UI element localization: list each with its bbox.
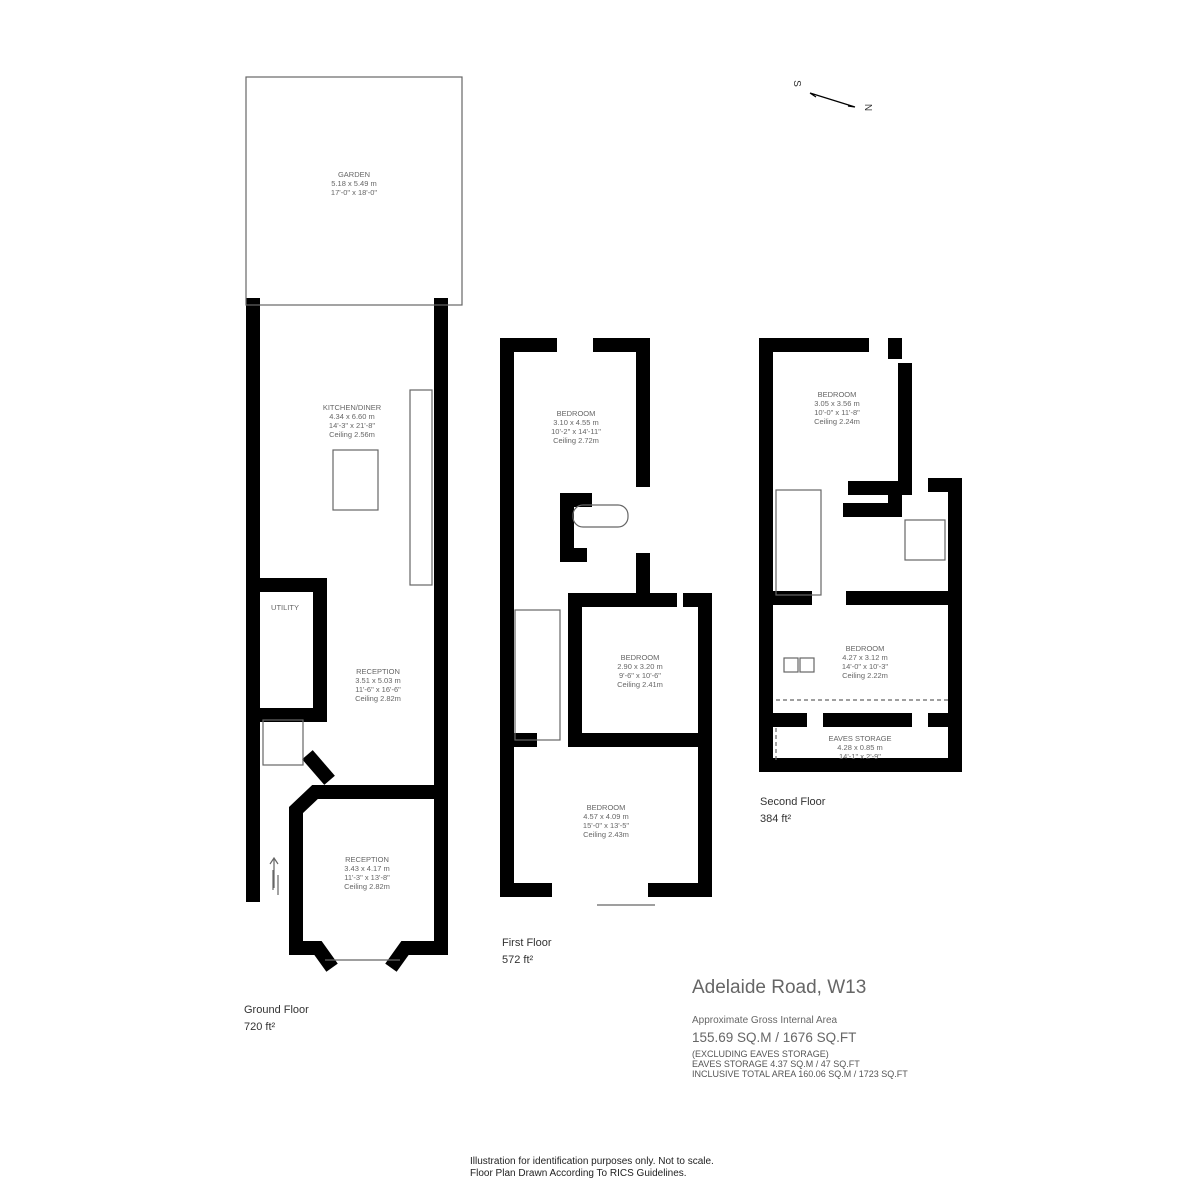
room-sf-bedroom-front: BEDROOM 4.27 x 3.12 m 14'-0" x 10'-3" Ce… bbox=[842, 644, 888, 680]
room-garden: GARDEN 5.18 x 5.49 m 17'-0" x 18'-0" bbox=[331, 170, 377, 197]
room-metric: 2.90 x 3.20 m bbox=[617, 662, 663, 671]
floor-name: First Floor bbox=[502, 937, 552, 949]
room-metric: 4.57 x 4.09 m bbox=[583, 812, 629, 821]
first-floor-stairs bbox=[514, 609, 561, 741]
room-imperial: 15'-0" x 13'-5" bbox=[582, 821, 630, 830]
room-imperial: 10'-2" x 14'-11" bbox=[551, 427, 601, 436]
room-imperial: 14'-0" x 10'-3" bbox=[841, 662, 889, 671]
room-ceiling: Ceiling 2.43m bbox=[583, 830, 629, 839]
eaves-line bbox=[775, 699, 948, 760]
room-imperial: 10'-0" x 11'-8" bbox=[814, 408, 860, 417]
room-ceiling: Ceiling 2.56m bbox=[329, 430, 375, 439]
room-reception-front: RECEPTION 3.43 x 4.17 m 11'-3" x 13'-8" … bbox=[344, 855, 390, 891]
room-ceiling: Ceiling 2.82m bbox=[344, 882, 390, 891]
room-name: RECEPTION bbox=[345, 855, 389, 864]
kitchen-units bbox=[409, 389, 433, 586]
room-metric: 3.05 x 3.56 m bbox=[814, 399, 860, 408]
room-kitchen: KITCHEN/DINER 4.34 x 6.60 m 14'-3" x 21'… bbox=[323, 403, 381, 439]
room-ceiling: Ceiling 2.24m bbox=[814, 417, 860, 426]
floor-label-first: First Floor 572 ft² bbox=[502, 935, 552, 969]
room-utility: UTILITY bbox=[271, 603, 299, 612]
garden-boundary bbox=[245, 76, 463, 306]
bath-icon bbox=[572, 504, 629, 528]
room-metric: 3.10 x 4.55 m bbox=[553, 418, 599, 427]
compass-south-label: S bbox=[790, 80, 802, 87]
room-name: BEDROOM bbox=[845, 644, 885, 653]
second-floor-stairs bbox=[775, 489, 822, 596]
front-door bbox=[272, 870, 279, 895]
room-name: KITCHEN/DINER bbox=[322, 403, 382, 412]
room-eaves-storage: EAVES STORAGE 4.28 x 0.85 m 14'-1" x 2'-… bbox=[828, 734, 891, 761]
room-imperial: 14'-1" x 2'-9" bbox=[839, 752, 881, 761]
room-name: UTILITY bbox=[271, 603, 299, 612]
room-ceiling: Ceiling 2.22m bbox=[842, 671, 888, 680]
room-ceiling: Ceiling 2.72m bbox=[553, 436, 599, 445]
room-imperial: 11'-3" x 13'-8" bbox=[344, 873, 390, 882]
room-metric: 4.34 x 6.60 m bbox=[329, 412, 375, 421]
room-reception-rear: RECEPTION 3.51 x 5.03 m 11'-6" x 16'-6" … bbox=[355, 667, 401, 703]
floor-label-ground: Ground Floor 720 ft² bbox=[244, 1002, 309, 1036]
disclaimer: Illustration for identification purposes… bbox=[470, 1156, 714, 1180]
room-ceiling: Ceiling 2.41m bbox=[617, 680, 663, 689]
room-imperial: 17'-0" x 18'-0" bbox=[330, 188, 378, 197]
kitchen-island bbox=[332, 449, 379, 511]
second-floor-walls bbox=[759, 338, 962, 772]
room-name: BEDROOM bbox=[556, 409, 596, 418]
room-metric: 3.51 x 5.03 m bbox=[355, 676, 401, 685]
room-name: BEDROOM bbox=[817, 390, 857, 399]
room-metric: 4.28 x 0.85 m bbox=[837, 743, 883, 752]
property-title: Adelaide Road, W13 bbox=[692, 977, 867, 998]
note-line: INCLUSIVE TOTAL AREA 160.06 SQ.M / 1723 … bbox=[692, 1069, 908, 1079]
compass-arrow-icon bbox=[809, 92, 856, 108]
room-name: BEDROOM bbox=[586, 803, 626, 812]
ground-floor-walls bbox=[246, 298, 448, 972]
room-metric: 5.18 x 5.49 m bbox=[331, 179, 377, 188]
area-notes: (EXCLUDING EAVES STORAGE) EAVES STORAGE … bbox=[692, 1049, 908, 1079]
floor-area: 720 ft² bbox=[244, 1021, 276, 1033]
area-value: 155.69 SQ.M / 1676 SQ.FT bbox=[692, 1030, 857, 1045]
room-ff-bedroom-front: BEDROOM 4.57 x 4.09 m 15'-0" x 13'-5" Ce… bbox=[583, 803, 629, 839]
room-name: BEDROOM bbox=[620, 653, 660, 662]
skylight-icon bbox=[799, 657, 815, 673]
ground-floor-stairs bbox=[262, 719, 304, 766]
entrance-arrow-icon bbox=[269, 856, 279, 888]
room-name: EAVES STORAGE bbox=[828, 734, 892, 743]
shower-icon bbox=[904, 519, 946, 561]
room-imperial: 11'-6" x 16'-6" bbox=[355, 685, 401, 694]
room-imperial: 14'-3" x 21'-8" bbox=[328, 421, 376, 430]
room-name: GARDEN bbox=[337, 170, 371, 179]
floor-name: Second Floor bbox=[760, 796, 826, 808]
area-label: Approximate Gross Internal Area bbox=[692, 1015, 838, 1026]
floor-area: 384 ft² bbox=[760, 813, 792, 825]
room-metric: 4.27 x 3.12 m bbox=[842, 653, 888, 662]
disclaimer-line: Illustration for identification purposes… bbox=[470, 1156, 714, 1167]
note-line: EAVES STORAGE 4.37 SQ.M / 47 SQ.FT bbox=[692, 1059, 860, 1069]
skylight-icon bbox=[783, 657, 799, 673]
first-floor-walls bbox=[500, 338, 712, 897]
room-imperial: 9'-6" x 10'-6" bbox=[619, 671, 661, 680]
floor-area: 572 ft² bbox=[502, 954, 534, 966]
disclaimer-line: Floor Plan Drawn According To RICS Guide… bbox=[470, 1168, 687, 1179]
room-ff-bedroom-rear: BEDROOM 3.10 x 4.55 m 10'-2" x 14'-11" C… bbox=[551, 409, 601, 445]
room-ceiling: Ceiling 2.82m bbox=[355, 694, 401, 703]
room-name: RECEPTION bbox=[356, 667, 400, 676]
note-line: (EXCLUDING EAVES STORAGE) bbox=[692, 1049, 829, 1059]
room-sf-bedroom-rear: BEDROOM 3.05 x 3.56 m 10'-0" x 11'-8" Ce… bbox=[814, 390, 860, 426]
floor-label-second: Second Floor 384 ft² bbox=[760, 794, 825, 828]
room-ff-bedroom-mid: BEDROOM 2.90 x 3.20 m 9'-6" x 10'-6" Cei… bbox=[617, 653, 663, 689]
room-metric: 3.43 x 4.17 m bbox=[344, 864, 390, 873]
compass-north-label: N bbox=[862, 103, 874, 112]
floor-name: Ground Floor bbox=[244, 1004, 309, 1016]
